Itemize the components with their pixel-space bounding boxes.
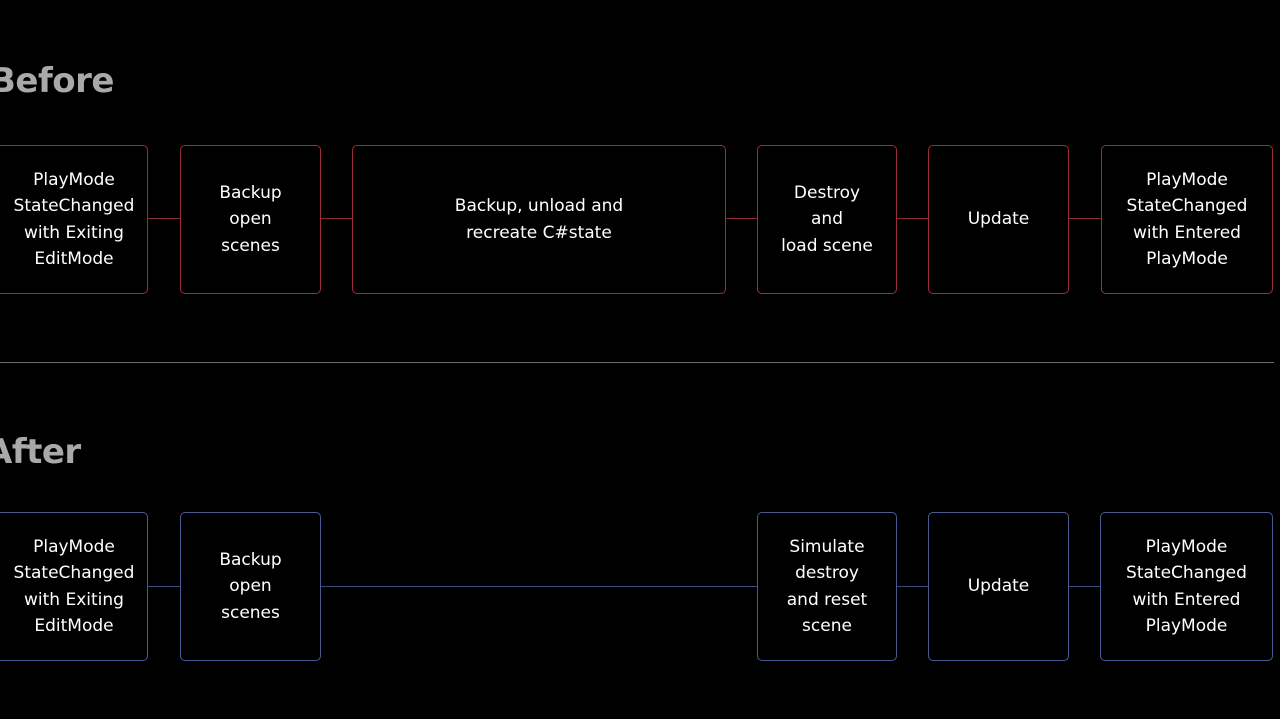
step-label: Backup open scenes (219, 182, 282, 256)
step-label: Destroy and load scene (781, 182, 873, 256)
step-box: Simulate destroy and reset scene (757, 512, 897, 661)
step-box: Update (928, 512, 1069, 661)
step-box: PlayMode StateChanged with Exiting EditM… (0, 512, 148, 661)
step-box: Destroy and load scene (757, 145, 897, 294)
connector (1069, 218, 1101, 219)
step-label: PlayMode StateChanged with Entered PlayM… (1126, 169, 1248, 270)
step-label: PlayMode StateChanged with Exiting EditM… (13, 536, 135, 637)
connector (148, 218, 180, 219)
after-heading: After (0, 432, 81, 472)
connector (897, 586, 928, 587)
connector (726, 218, 757, 219)
step-box: PlayMode StateChanged with Entered PlayM… (1101, 145, 1273, 294)
before-heading: Before (0, 61, 114, 101)
step-label: Update (967, 209, 1030, 230)
section-divider (0, 362, 1274, 363)
connector (897, 218, 928, 219)
step-box: Backup open scenes (180, 145, 321, 294)
connector (321, 218, 352, 219)
step-label: Update (967, 576, 1030, 597)
step-box: Update (928, 145, 1069, 294)
step-box: PlayMode StateChanged with Entered PlayM… (1100, 512, 1273, 661)
step-box: PlayMode StateChanged with Exiting EditM… (0, 145, 148, 294)
step-label: Backup open scenes (219, 549, 282, 623)
connector (321, 586, 757, 587)
step-label: Simulate destroy and reset scene (786, 536, 868, 637)
connector (148, 586, 180, 587)
step-label: Backup, unload and recreate C#state (454, 196, 624, 243)
step-box: Backup open scenes (180, 512, 321, 661)
step-label: PlayMode StateChanged with Entered PlayM… (1126, 536, 1247, 637)
step-label: PlayMode StateChanged with Exiting EditM… (13, 169, 135, 270)
connector (1069, 586, 1100, 587)
step-box: Backup, unload and recreate C#state (352, 145, 726, 294)
